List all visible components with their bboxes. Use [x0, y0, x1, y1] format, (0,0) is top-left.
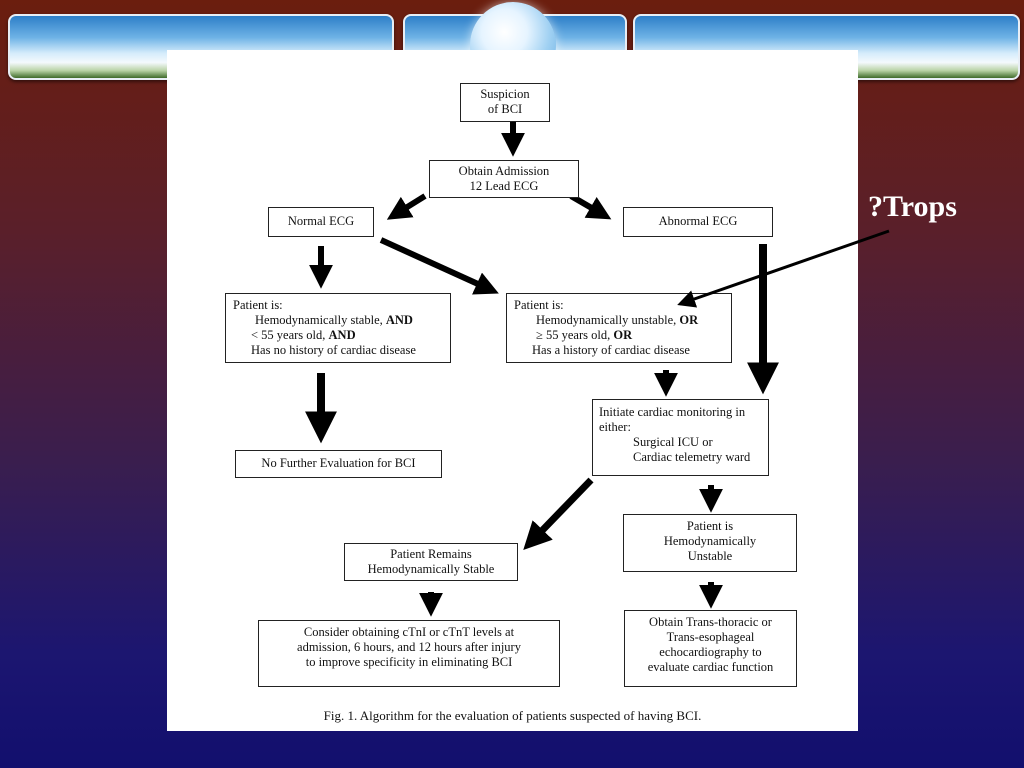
unstable-line-1: Hemodynamically unstable,: [536, 313, 680, 327]
monitoring-line-3: Surgical ICU or: [633, 435, 713, 449]
stable-line-2-and: AND: [328, 328, 356, 342]
box-remains-stable: Patient Remains Hemodynamically Stable: [344, 543, 518, 581]
suspicion-line-1: Suspicion: [480, 87, 530, 101]
troponin-line-1: Consider obtaining cTnI or cTnT levels a…: [303, 625, 515, 639]
unstable-line-2-or: OR: [613, 328, 633, 342]
monitoring-line-4: Cardiac telemetry ward: [633, 450, 751, 464]
admission-line-1: Obtain Admission: [458, 164, 550, 178]
box-normal-ecg: Normal ECG: [268, 207, 374, 237]
arrow-admission-to-normal: [386, 193, 427, 220]
echo-line-4: evaluate cardiac function: [647, 660, 774, 674]
box-troponin: Consider obtaining cTnI or cTnT levels a…: [258, 620, 560, 687]
remains-stable-line-2: Hemodynamically Stable: [367, 562, 495, 576]
unstable-line-1-or: OR: [679, 313, 699, 327]
is-unstable-line-3: Unstable: [687, 549, 733, 563]
box-is-unstable: Patient is Hemodynamically Unstable: [623, 514, 797, 572]
box-suspicion: Suspicion of BCI: [460, 83, 550, 122]
box-echocardiography: Obtain Trans-thoracic or Trans-esophagea…: [624, 610, 797, 687]
troponin-line-3: to improve specificity in eliminating BC…: [305, 655, 513, 669]
box-stable-criteria: Patient is: Hemodynamically stable, AND …: [225, 293, 451, 363]
trops-annotation: ?Trops: [868, 190, 957, 223]
is-unstable-line-1: Patient is: [686, 519, 734, 533]
no-further-label: No Further Evaluation for BCI: [261, 456, 416, 470]
stable-heading: Patient is:: [233, 298, 283, 312]
stable-line-2: < 55 years old,: [251, 328, 329, 342]
box-abnormal-ecg: Abnormal ECG: [623, 207, 773, 237]
is-unstable-line-2: Hemodynamically: [663, 534, 757, 548]
abnormal-ecg-label: Abnormal ECG: [658, 214, 738, 228]
monitoring-line-2: either:: [599, 420, 631, 434]
admission-line-2: 12 Lead ECG: [469, 179, 539, 193]
unstable-line-2: ≥ 55 years old,: [536, 328, 614, 342]
unstable-heading: Patient is:: [514, 298, 564, 312]
box-no-further-evaluation: No Further Evaluation for BCI: [235, 450, 442, 478]
box-unstable-criteria: Patient is: Hemodynamically unstable, OR…: [506, 293, 732, 363]
remains-stable-line-1: Patient Remains: [390, 547, 472, 561]
troponin-line-2: admission, 6 hours, and 12 hours after i…: [297, 640, 521, 654]
unstable-line-3: Has a history of cardiac disease: [532, 343, 690, 357]
stable-line-3: Has no history of cardiac disease: [251, 343, 416, 357]
arrow-admission-to-abnormal: [569, 193, 612, 220]
monitoring-line-1: Initiate cardiac monitoring in: [599, 405, 746, 419]
flowchart-figure: Suspicion of BCI Obtain Admission 12 Lea…: [167, 50, 858, 731]
arrow-monitoring-to-remains-stable: [523, 477, 594, 551]
stable-line-1: Hemodynamically stable,: [255, 313, 386, 327]
echo-line-2: Trans-esophageal: [666, 630, 755, 644]
figure-caption: Fig. 1. Algorithm for the evaluation of …: [323, 708, 702, 723]
stable-line-1-and: AND: [385, 313, 413, 327]
arrow-normal-to-unstable: [379, 237, 499, 295]
suspicion-line-2: of BCI: [487, 102, 523, 116]
box-cardiac-monitoring: Initiate cardiac monitoring in either: S…: [592, 399, 769, 476]
echo-line-1: Obtain Trans-thoracic or: [649, 615, 772, 629]
normal-ecg-label: Normal ECG: [287, 214, 355, 228]
echo-line-3: echocardiography to: [659, 645, 762, 659]
box-obtain-admission: Obtain Admission 12 Lead ECG: [429, 160, 579, 198]
